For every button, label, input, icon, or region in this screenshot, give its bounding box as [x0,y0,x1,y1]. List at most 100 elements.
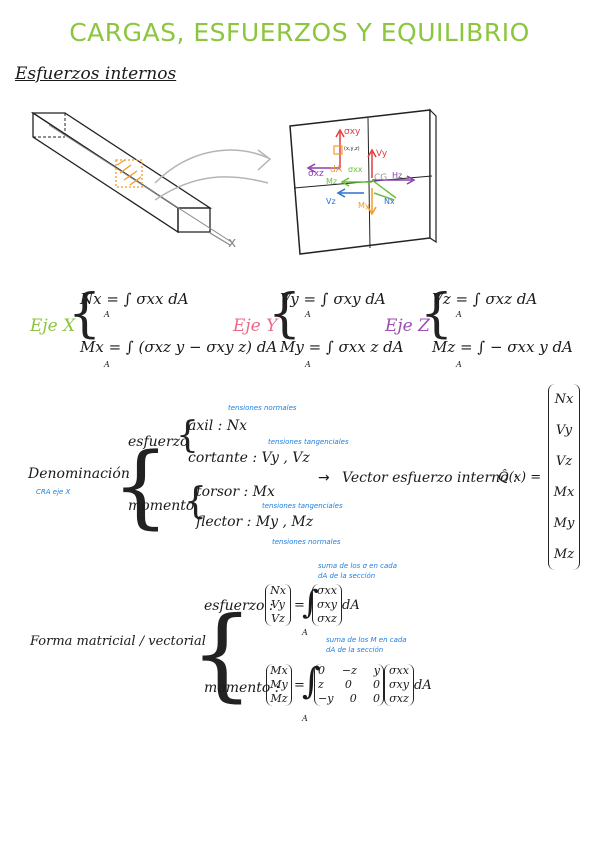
brace-denominacion: { [112,434,170,539]
eq-mz: Mz = ∫ − σxx y dA [432,338,573,356]
esfuerzo-vector-item: Vz [271,612,285,625]
axis-y-heading: Eje Y [233,316,278,336]
flector-label: flector : My , Mz [196,514,314,530]
note-momento-2: dA de la sección [326,646,384,654]
q-vector-item: Nx [554,392,574,407]
q-vector: Nx Vy Vz Mx My Mz [548,384,580,570]
axis-x-heading: Eje X [30,316,76,336]
sigma-item: σxy [389,678,409,691]
eq-mx: Mx = ∫ (σxz y − σxy z) dA [80,338,278,356]
sub-a-y2: A [305,360,311,369]
matrix-cell: −y [318,692,334,705]
integral-2: ∫ [302,661,321,702]
momento-vector-item: Mz [270,692,288,705]
q-vector-item: My [553,516,575,531]
esfuerzo-vector: Nx Vy Vz [265,584,291,626]
q-vector-item: Vy [555,423,573,438]
esfuerzo-label: esfuerzo [128,434,189,450]
q-vector-item: Vz [555,454,573,469]
denominacion-note: CRA eje X [36,488,71,496]
matrix-cell: 0 [372,678,380,691]
label-vz: Vz [326,197,336,206]
sub-a-z1: A [456,310,462,319]
brace-esfuerzo: { [176,415,199,456]
note-cortante: tensiones tangenciales [268,438,349,446]
brace-z: { [420,284,454,344]
moment-matrix: 0 −z y z 0 0 −y 0 0 [314,664,384,706]
eq-my: My = ∫ σxx z dA [280,338,404,356]
label-sigma-xz: σxz [308,169,324,179]
matrix-row: z 0 0 [318,678,380,692]
equals-2: = [294,678,305,693]
forma-esfuerzo-label: esfuerzo : [204,598,274,614]
integral-1: ∫ [302,583,319,621]
label-dA: dA [330,165,343,175]
sub-a-f2: A [302,714,308,723]
label-my: My [358,201,370,210]
brace-momento: { [184,481,207,522]
sigma-item: σxz [317,612,337,625]
arrow-right-icon: → [318,470,330,486]
vector-text: Vector esfuerzo interno : [342,470,518,486]
dA-2: dA [414,678,432,693]
matrix-cell: 0 [344,678,352,691]
label-cg: CG [374,173,387,183]
q-label: Q̂(x) = [498,470,542,485]
matrix-cell: 0 [373,692,380,705]
label-mz: Mz [326,177,337,186]
sub-a-y1: A [305,310,311,319]
matrix-cell: y [373,664,380,677]
q-vector-item: Mx [553,485,575,500]
matrix-cell: z [318,678,324,691]
note-esfuerzo-1: suma de los σ en cada [318,562,397,570]
cortante-label: cortante : Vy , Vz [188,450,310,466]
momento-label: momento [128,498,195,514]
axil-label: axil : Nx [188,418,247,434]
label-sigma-xx: σxx [348,165,363,174]
sigma-item: σxz [389,692,409,705]
matrix-cell: 0 [318,664,325,677]
matrix-cell: 0 [349,692,357,705]
sigma-item: σxy [317,598,337,611]
forma-momento-label: momento : [204,680,280,696]
sub-a-f1: A [302,628,308,637]
matrix-row: 0 −z y [318,664,380,678]
matrix-row: −y 0 0 [318,692,380,706]
sub-a-z2: A [456,360,462,369]
momento-sigma-vector: σxx σxy σxz [384,664,414,706]
esfuerzo-vector-item: Nx [270,584,286,597]
esfuerzo-vector-item: Vy [271,598,285,611]
momento-vector-item: Mx [270,664,288,677]
note-axil: tensiones normales [228,404,297,412]
equals-1: = [294,598,305,613]
torsor-label: torsor : Mx [196,484,275,500]
sub-a-x2: A [104,360,110,369]
momento-vector-item: My [270,678,288,691]
label-hz: Hz [392,171,402,180]
forma-label: Forma matricial / vectorial [30,634,206,649]
note-flector: tensiones normales [272,538,341,546]
label-vy: Vy [376,149,388,159]
label-nx: Nx [384,197,395,206]
dA-1: dA [342,598,360,613]
page-title: CARGAS, ESFUERZOS Y EQUILIBRIO [69,18,530,47]
eq-nx: Nx = ∫ σxx dA [80,290,189,308]
axis-x-label: x [228,235,236,251]
denominacion-label: Denominación [28,466,130,482]
sigma-item: σxx [389,664,409,677]
brace-y: { [268,284,302,344]
sub-a-x1: A [104,310,110,319]
zoom-arrow [154,149,272,201]
beam-diagram: x [30,111,236,251]
section-diagram: σxy (x,y,z) Vy σxz dA σxx Mz CG Hz Vz My… [289,108,437,255]
q-vector-item: Mz [553,547,575,562]
note-torsor: tensiones tangenciales [262,502,343,510]
brace-forma: { [190,595,254,712]
esfuerzo-sigma-vector: σxx σxy σxz [312,584,342,626]
label-sigma-xy: σxy [344,127,361,137]
eq-vz: Vz = ∫ σxz dA [432,290,538,308]
label-coords: (x,y,z) [344,146,360,152]
sigma-item: σxx [317,584,337,597]
brace-x: { [68,284,102,344]
note-momento-1: suma de los M en cada [326,636,407,644]
